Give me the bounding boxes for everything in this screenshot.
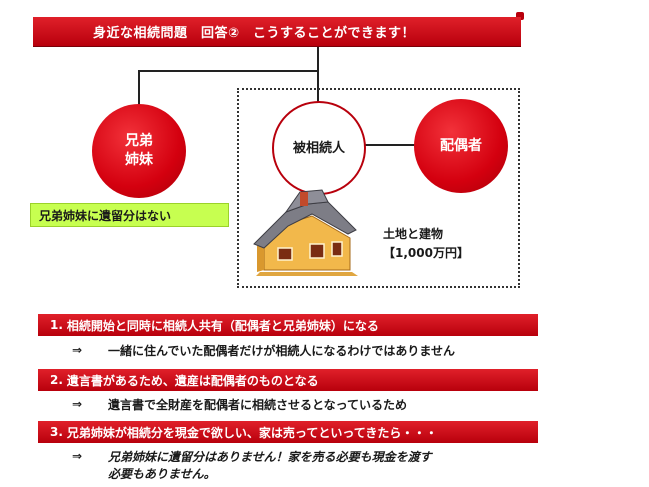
asset-label: 土地と建物 【1,000万円】: [383, 225, 469, 263]
siblings-label-line2: 姉妹: [125, 152, 153, 168]
point-3-detail: ⇒ 兄弟姉妹に遺留分はありません！家を売る必要も現金を渡す 必要もありません。: [72, 449, 432, 483]
point-1-arrow: ⇒: [72, 343, 83, 357]
page-title: 身近な相続問題 回答② こうすることができます！: [33, 17, 521, 47]
title-bar-tail: [516, 12, 524, 20]
point-3-arrow: ⇒: [72, 449, 83, 463]
point-1-heading-text: 相続開始と同時に相続人共有（配偶者と兄弟姉妹）になる: [66, 318, 379, 333]
house-icon: [253, 189, 358, 276]
point-3-heading: 3. 兄弟姉妹が相続分を現金で欲しい、家は売ってといってきたら・・・: [38, 421, 538, 443]
connector-stem: [317, 47, 319, 71]
household-boundary: [237, 88, 520, 288]
siblings-note: 兄弟姉妹に遺留分はない: [30, 203, 229, 227]
connector-horizontal: [138, 70, 319, 72]
deceased-label: 被相続人: [292, 140, 345, 156]
point-2-detail-text: 遺言書で全財産を配偶者に相続させるとなっているため: [108, 398, 408, 412]
point-3-detail-line1: 兄弟姉妹に遺留分はありません！家を売る必要も現金を渡す: [108, 450, 432, 464]
siblings-circle: 兄弟 姉妹: [92, 104, 186, 198]
spouse-circle: 配偶者: [414, 99, 508, 193]
asset-label-line2: 【1,000万円】: [383, 246, 469, 260]
point-2-heading: 2. 遺言書があるため、遺産は配偶者のものとなる: [38, 369, 538, 391]
connector-left-drop: [138, 70, 140, 110]
connector-spouse-link: [364, 144, 416, 146]
asset-label-line1: 土地と建物: [383, 227, 444, 241]
deceased-circle: 被相続人: [272, 101, 366, 195]
point-3-detail-line2: 必要もありません。: [108, 467, 216, 481]
point-2-detail: ⇒ 遺言書で全財産を配偶者に相続させるとなっているため: [72, 397, 407, 414]
point-3-number: 3.: [50, 425, 63, 439]
connector-center-drop: [317, 70, 319, 110]
point-2-arrow: ⇒: [72, 397, 83, 411]
point-1-number: 1.: [50, 318, 63, 332]
point-3-heading-text: 兄弟姉妹が相続分を現金で欲しい、家は売ってといってきたら・・・: [66, 425, 438, 440]
spouse-label: 配偶者: [440, 137, 482, 154]
point-1-detail-text: 一緒に住んでいた配偶者だけが相続人になるわけではありません: [108, 344, 456, 358]
point-1-heading: 1. 相続開始と同時に相続人共有（配偶者と兄弟姉妹）になる: [38, 314, 538, 336]
point-2-heading-text: 遺言書があるため、遺産は配偶者のものとなる: [66, 373, 319, 388]
siblings-note-text: 兄弟姉妹に遺留分はない: [39, 208, 172, 223]
point-2-number: 2.: [50, 373, 63, 387]
siblings-label-line1: 兄弟: [125, 133, 153, 149]
page-title-text: 身近な相続問題 回答② こうすることができます！: [93, 26, 416, 41]
point-1-detail: ⇒ 一緒に住んでいた配偶者だけが相続人になるわけではありません: [72, 343, 455, 360]
